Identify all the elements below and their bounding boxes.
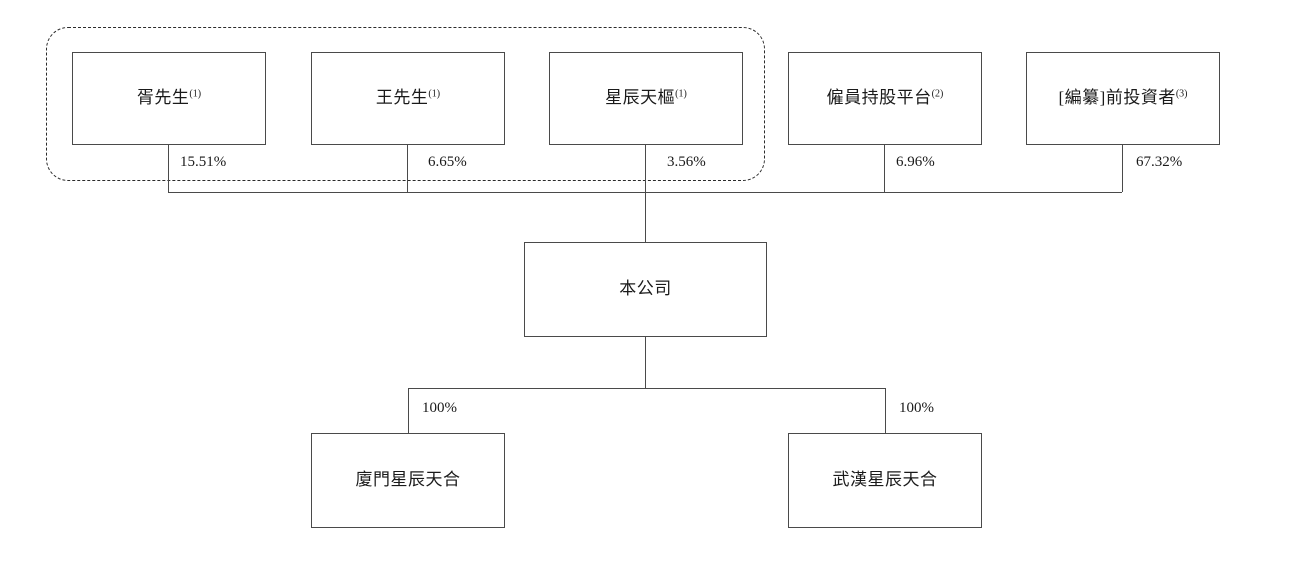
shareholder-name-xu-sir: 胥先生 [136,88,190,108]
subsidiary-label-wuhan: 武漢星辰天合 [833,470,938,490]
shareholder-label-xingchen-tianshu: 星辰天樞(1) [605,88,687,108]
connector-subsidiary-bus [408,388,885,389]
connector-bus-to-company [645,192,646,242]
ownership-pct-employee-platform: 6.96% [896,154,935,170]
shareholder-box-wang-sir[interactable]: 王先生(1) [311,52,505,145]
footnote-marker-wang-sir: (1) [428,88,441,100]
company-label: 本公司 [619,279,672,299]
footnote-marker-xu-sir: (1) [189,88,202,100]
shareholder-label-employee-platform: 僱員持股平台(2) [827,88,944,108]
ownership-pct-xu-sir: 15.51% [180,154,227,170]
shareholder-box-xingchen-tianshu[interactable]: 星辰天樞(1) [549,52,743,145]
concert-party-group-frame [46,27,765,181]
subsidiary-box-wuhan-xingchen-tianhe[interactable]: 武漢星辰天合 [788,433,982,528]
shareholder-name-wang-sir: 王先生 [375,88,429,108]
shareholder-name-employee-platform: 僱員持股平台 [826,88,932,108]
shareholder-name-pre-ipo-investors: [編纂]前投資者 [1058,88,1176,108]
connector-xingchen-tianshu-to-bus [645,145,646,192]
shareholder-box-pre-ipo-investors[interactable]: [編纂]前投資者(3) [1026,52,1220,145]
connector-employee-platform-to-bus [884,145,885,192]
shareholder-name-xingchen-tianshu: 星辰天樞 [605,88,676,108]
connector-bus-to-xiamen [408,388,409,433]
connector-wang-sir-to-bus [407,145,408,192]
connector-bus-to-wuhan [885,388,886,433]
ownership-pct-wang-sir: 6.65% [428,154,467,170]
ownership-pct-wuhan: 100% [899,400,934,416]
connector-pre-ipo-investors-to-bus [1122,145,1123,192]
shareholder-box-xu-sir[interactable]: 胥先生(1) [72,52,266,145]
footnote-marker-pre-ipo-investors: (3) [1175,88,1188,100]
footnote-marker-xingchen-tianshu: (1) [675,88,687,100]
ownership-pct-xiamen: 100% [422,400,457,416]
connector-company-to-subsidiary-bus [645,337,646,388]
shareholder-label-pre-ipo-investors: [編纂]前投資者(3) [1059,88,1188,108]
connector-xu-sir-to-bus [168,145,169,192]
ownership-pct-pre-ipo-investors: 67.32% [1136,154,1183,170]
subsidiary-name-wuhan: 武漢星辰天合 [832,470,938,490]
subsidiary-name-xiamen: 廈門星辰天合 [355,470,461,490]
footnote-marker-employee-platform: (2) [931,88,944,100]
ownership-pct-xingchen-tianshu: 3.56% [667,154,706,170]
shareholder-box-employee-platform[interactable]: 僱員持股平台(2) [788,52,982,145]
company-name: 本公司 [619,279,672,299]
shareholder-label-xu-sir: 胥先生(1) [137,88,201,108]
shareholder-label-wang-sir: 王先生(1) [376,88,440,108]
company-box-the-company[interactable]: 本公司 [524,242,767,337]
subsidiary-label-xiamen: 廈門星辰天合 [356,470,461,490]
subsidiary-box-xiamen-xingchen-tianhe[interactable]: 廈門星辰天合 [311,433,505,528]
